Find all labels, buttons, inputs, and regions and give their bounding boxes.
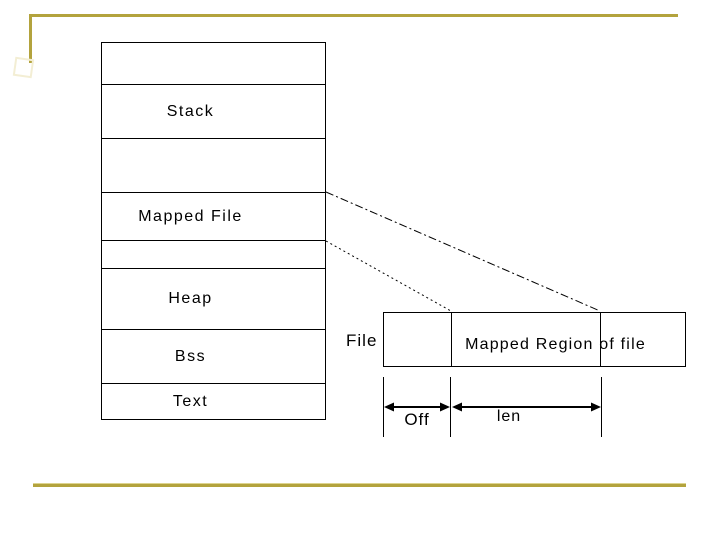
- memory-section-mapped-file: Mapped File: [102, 193, 325, 241]
- offset-label: Off: [404, 410, 430, 429]
- memory-section-empty-1: [102, 139, 325, 193]
- memory-section-heap: Heap: [102, 269, 325, 330]
- memory-section-label: Bss: [174, 347, 207, 365]
- memory-section-label: Heap: [168, 290, 213, 307]
- mapping-dashed-line-upper: [325, 191, 601, 312]
- bottom-border-line: [33, 483, 686, 487]
- memory-section-bss: Bss: [102, 330, 325, 384]
- file-box: [383, 312, 686, 367]
- address-space-box: Stack Mapped File Heap Bss Text: [101, 42, 326, 420]
- file-box-divider-offset: [451, 313, 452, 366]
- memory-section-top-empty: [102, 43, 325, 85]
- file-box-divider-end: [600, 313, 601, 366]
- memory-section-label: Text: [172, 392, 209, 410]
- corner-accent-square: [12, 56, 35, 79]
- mapping-dotted-line-lower: [325, 240, 452, 312]
- file-label: File: [346, 331, 378, 350]
- top-left-corner-line: [29, 14, 32, 63]
- memory-section-label: Mapped File: [138, 207, 243, 225]
- memory-section-label: Stack: [166, 102, 215, 120]
- memory-section-stack: Stack: [102, 85, 325, 139]
- memory-section-text: Text: [102, 384, 325, 419]
- memory-section-empty-2: [102, 241, 325, 269]
- top-border-line: [29, 14, 678, 17]
- mapped-region-label: Mapped Region of file: [465, 336, 646, 353]
- length-label: len: [496, 408, 522, 425]
